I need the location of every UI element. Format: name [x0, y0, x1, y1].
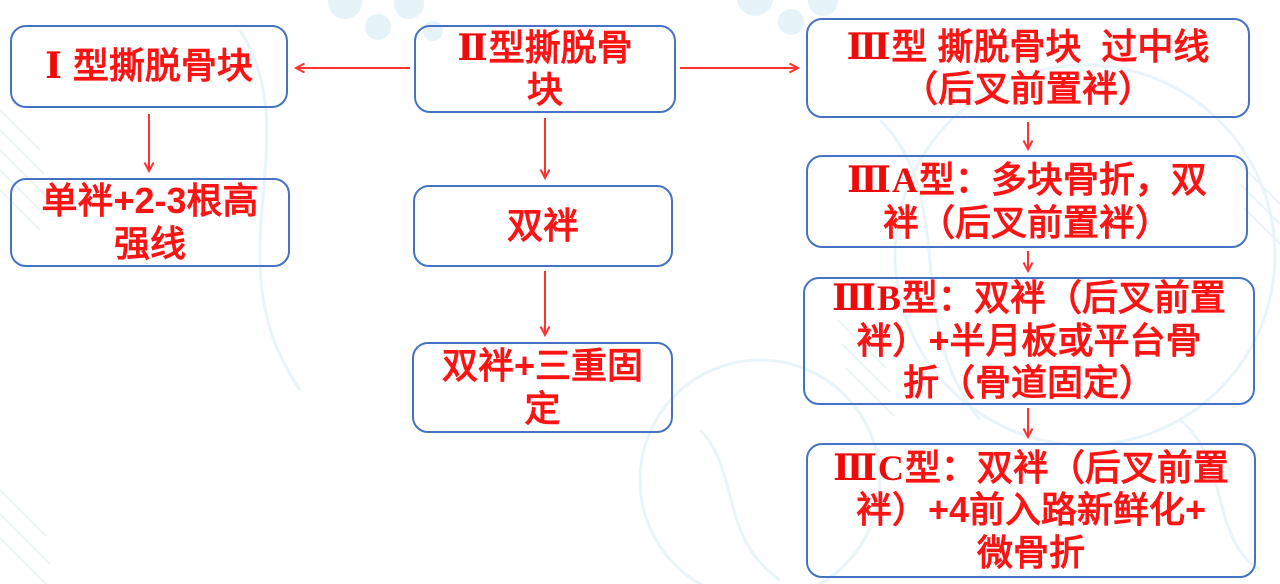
node-type3a-label: ⅢA型：多块骨折，双 袢（后叉前置袢）: [847, 159, 1207, 243]
node-type3b-label: ⅢB型：双袢（后叉前置 袢）+半月板或平台骨 折（骨道固定）: [832, 277, 1226, 404]
node-type2-label: Ⅱ型撕脱骨 块: [457, 26, 633, 110]
node-type3b: ⅢB型：双袢（后叉前置 袢）+半月板或平台骨 折（骨道固定）: [803, 277, 1255, 405]
node-type2-fixation1-label: 双袢: [506, 204, 579, 246]
node-type3a: ⅢA型：多块骨折，双 袢（后叉前置袢）: [806, 155, 1248, 248]
node-type1-fixation: 单袢+2-3根高 强线: [10, 178, 290, 267]
node-type3c: ⅢC型：双袢（后叉前置 袢）+4前入路新鲜化+ 微骨折: [806, 443, 1256, 578]
node-type2-fixation2: 双袢+三重固 定: [412, 342, 673, 433]
node-type1: Ⅰ 型撕脱骨块: [10, 25, 288, 108]
node-type3c-label: ⅢC型：双袢（后叉前置 袢）+4前入路新鲜化+ 微骨折: [833, 446, 1229, 573]
node-type3: Ⅲ型 撕脱骨块 过中线 （后叉前置袢）: [806, 18, 1250, 118]
node-type1-fixation-label: 单袢+2-3根高 强线: [41, 180, 259, 264]
node-type2-fixation1: 双袢: [413, 185, 673, 267]
node-type2-fixation2-label: 双袢+三重固 定: [441, 345, 644, 429]
node-type1-label: Ⅰ 型撕脱骨块: [45, 45, 253, 87]
node-type3-label: Ⅲ型 撕脱骨块 过中线 （后叉前置袢）: [846, 25, 1210, 109]
node-type2: Ⅱ型撕脱骨 块: [414, 25, 676, 113]
